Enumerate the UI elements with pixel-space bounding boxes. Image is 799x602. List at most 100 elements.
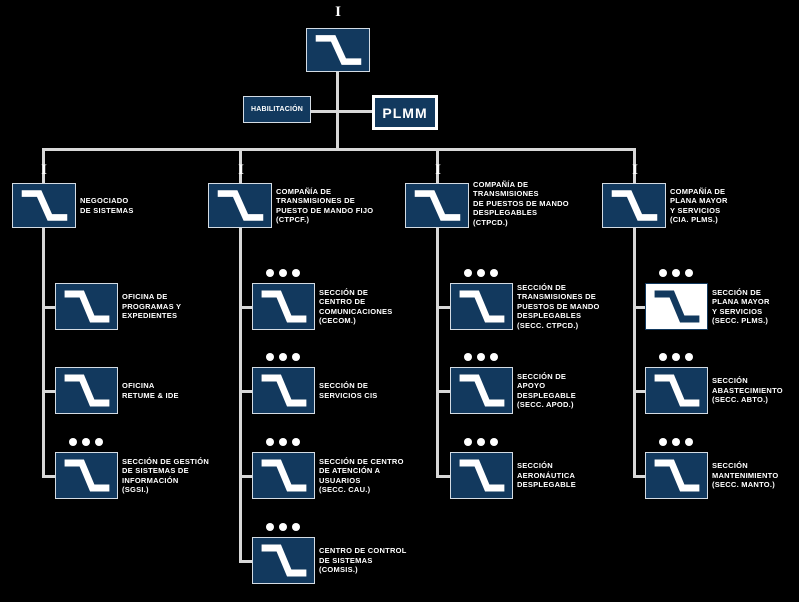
unit-size-marker: I [435,162,441,178]
branch-spine [633,228,636,477]
unit-box [55,452,118,499]
connector-line [42,151,45,183]
unit-box [252,537,315,584]
unit-label-text: SECCIÓN DE TRANSMISIONES DE PUESTOS DE M… [517,283,600,330]
stub-line [239,475,252,478]
stub-line [436,390,450,393]
connector-line [436,151,439,183]
unit-box [450,283,513,330]
unit-label-text: OFICINA DE PROGRAMAS Y EXPEDIENTES [122,292,182,321]
section-dots-icon [659,269,693,277]
branch-label-text: COMPAÑÍA DE TRANSMISIONES DE PUESTO DE M… [276,186,374,224]
unit-box [645,367,708,414]
unit-label: OFICINA RETUME & IDE [122,367,230,414]
stub-line [42,390,55,393]
signals-lightning-icon [654,374,700,407]
unit-label: SECCIÓN DE TRANSMISIONES DE PUESTOS DE M… [517,283,625,330]
branch-label-text: COMPAÑÍA DE TRANSMISIONES DE PUESTOS DE … [473,180,569,227]
branch-unit-box [208,183,272,228]
connector-line [239,151,242,183]
stub-line [633,475,645,478]
unit-box [645,452,708,499]
unit-size-marker: I [238,162,244,178]
stub-line [436,475,450,478]
section-dots-icon [464,269,498,277]
unit-label-text: SECCIÓN DE SERVICIOS CIS [319,381,378,400]
branch-label-text: NEGOCIADO DE SISTEMAS [80,196,134,215]
signals-lightning-icon [261,290,307,323]
unit-size-marker: I [41,162,47,178]
connector-line [310,110,372,113]
unit-box [450,367,513,414]
unit-label-text: SECCIÓN DE CENTRO DE ATENCIÓN A USUARIOS… [319,456,404,494]
stub-line [239,390,252,393]
unit-label-text: SECCIÓN MANTENIMIENTO (SECC. MANTO.) [712,461,779,490]
unit-box [450,452,513,499]
section-dots-icon [266,269,300,277]
section-dots-icon [464,353,498,361]
section-dots-icon [69,438,103,446]
signals-lightning-icon [315,35,362,65]
section-dots-icon [659,353,693,361]
stub-line [239,306,252,309]
section-dots-icon [266,523,300,531]
unit-label: SECCIÓN DE PLANA MAYOR Y SERVICIOS (SECC… [712,283,797,330]
unit-label-text: CENTRO DE CONTROL DE SISTEMAS (COMSIS.) [319,546,407,575]
unit-label: SECCIÓN AERONÁUTICA DESPLEGABLE [517,452,625,499]
unit-label: SECCIÓN DE CENTRO DE COMUNICACIONES (CEC… [319,283,427,330]
branch-label: COMPAÑÍA DE TRANSMISIONES DE PUESTOS DE … [473,180,591,227]
signals-lightning-icon [459,290,505,323]
unit-box [252,367,315,414]
branch-label: COMPAÑÍA DE TRANSMISIONES DE PUESTO DE M… [276,183,394,228]
stub-line [633,306,645,309]
unit-label: SECCIÓN DE APOYO DESPLEGABLE (SECC. APOD… [517,367,625,414]
stub-line [436,306,450,309]
signals-lightning-icon [64,459,110,492]
habilitacion-box: HABILITACIÓN [243,96,311,123]
unit-label-text: SECCIÓN AERONÁUTICA DESPLEGABLE [517,461,577,490]
branch-spine [239,228,242,562]
branch-unit-box [602,183,666,228]
branch-label: NEGOCIADO DE SISTEMAS [80,183,198,228]
unit-label: SECCIÓN DE SERVICIOS CIS [319,367,427,414]
unit-box-hq-variant [645,283,708,330]
unit-label: SECCIÓN MANTENIMIENTO (SECC. MANTO.) [712,452,797,499]
section-dots-icon [266,353,300,361]
plmm-box: PLMM [372,95,438,130]
signals-lightning-icon [654,290,700,323]
unit-box [55,283,118,330]
signals-lightning-icon [217,190,264,221]
signals-lightning-icon [654,459,700,492]
signals-lightning-icon [414,190,461,221]
signals-lightning-icon [611,190,658,221]
signals-lightning-icon [261,374,307,407]
signals-lightning-icon [459,459,505,492]
signals-lightning-icon [64,374,110,407]
connector-line [633,151,636,183]
branch-unit-box [405,183,469,228]
connector-rail [42,148,636,151]
branch-spine [42,228,45,477]
unit-box [252,452,315,499]
section-dots-icon [464,438,498,446]
branch-label: COMPAÑÍA DE PLANA MAYOR Y SERVICIOS (CIA… [670,183,770,228]
unit-label-text: SECCIÓN DE APOYO DESPLEGABLE (SECC. APOD… [517,371,577,409]
signals-lightning-icon [21,190,68,221]
stub-line [42,306,55,309]
signals-lightning-icon [261,544,307,577]
unit-size-marker: I [335,4,341,20]
branch-spine [436,228,439,477]
unit-label-text: SECCIÓN DE PLANA MAYOR Y SERVICIOS (SECC… [712,287,770,325]
unit-box [55,367,118,414]
unit-label-text: OFICINA RETUME & IDE [122,381,179,400]
unit-label: CENTRO DE CONTROL DE SISTEMAS (COMSIS.) [319,537,427,584]
unit-label: SECCIÓN ABASTECIMIENTO (SECC. ABTO.) [712,367,797,414]
unit-label-text: SECCIÓN DE CENTRO DE COMUNICACIONES (CEC… [319,287,393,325]
signals-lightning-icon [261,459,307,492]
unit-label-text: SECCIÓN DE GESTIÓN DE SISTEMAS DE INFORM… [122,456,210,494]
section-dots-icon [266,438,300,446]
unit-label: SECCIÓN DE CENTRO DE ATENCIÓN A USUARIOS… [319,452,427,499]
stub-line [633,390,645,393]
unit-label-text: SECCIÓN ABASTECIMIENTO (SECC. ABTO.) [712,376,783,405]
